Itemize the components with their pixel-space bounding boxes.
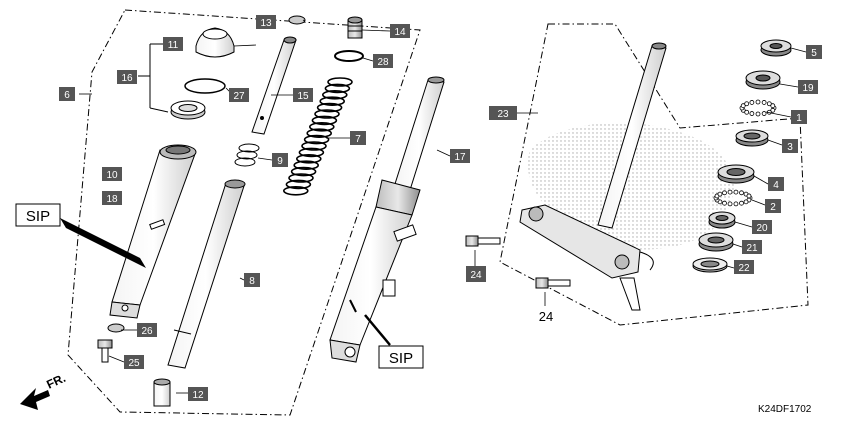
svg-text:26: 26 <box>141 326 153 337</box>
svg-text:20: 20 <box>756 223 768 234</box>
adjusting-nut <box>745 70 781 90</box>
callout-labels: 1 2 3 4 5 6 7 8 9 10 11 12 13 14 15 16 1… <box>59 15 822 401</box>
svg-text:24: 24 <box>470 270 482 281</box>
callout-5: 5 <box>806 45 822 59</box>
svg-text:16: 16 <box>121 73 133 84</box>
fork-assembly-right <box>329 76 445 363</box>
callout-23: 23 <box>489 106 517 120</box>
callout-20: 20 <box>752 220 772 234</box>
oil-lock-piece <box>153 378 171 407</box>
callout-19: 19 <box>798 80 818 94</box>
callout-13: 13 <box>256 15 276 29</box>
callout-7: 7 <box>350 131 366 145</box>
callout-4: 4 <box>768 177 784 191</box>
callout-21: 21 <box>742 240 762 254</box>
oil-seal <box>170 100 206 120</box>
stop-ring <box>184 78 226 94</box>
svg-text:9: 9 <box>277 156 283 167</box>
fork-group-outline <box>67 9 421 416</box>
steering-stem <box>519 42 667 311</box>
callout-15: 15 <box>293 88 313 102</box>
svg-text:18: 18 <box>106 194 118 205</box>
frame-silhouette <box>527 122 734 250</box>
svg-text:21: 21 <box>746 243 758 254</box>
stem-washer <box>692 257 728 273</box>
pinch-bolt-2 <box>535 277 571 289</box>
callout-plain-24: 24 <box>539 309 553 324</box>
callout-14: 14 <box>390 24 410 38</box>
callout-17: 17 <box>450 149 470 163</box>
damper-rod <box>251 36 297 135</box>
front-direction-label: FR. <box>44 371 67 392</box>
callout-10: 10 <box>102 167 122 181</box>
steel-ball-set-lower <box>713 189 753 207</box>
callout-11: 11 <box>163 37 183 51</box>
upper-outer-race <box>735 129 769 147</box>
callout-22: 22 <box>734 260 754 274</box>
leader-lines <box>79 19 807 394</box>
callout-18: 18 <box>102 191 122 205</box>
svg-text:6: 6 <box>64 90 70 101</box>
svg-text:10: 10 <box>106 170 118 181</box>
callout-2: 2 <box>765 199 781 213</box>
callout-25: 25 <box>124 355 144 369</box>
svg-text:7: 7 <box>355 134 361 145</box>
stem-lock-nut <box>760 39 792 57</box>
piston-ring <box>288 15 306 25</box>
sip-label-left-text: SIP <box>26 208 50 225</box>
lower-inner-race <box>708 211 736 229</box>
callout-12: 12 <box>188 387 208 401</box>
callout-9: 9 <box>272 153 288 167</box>
fork-spring <box>282 77 353 196</box>
stem-dust-seal <box>698 232 734 252</box>
fork-slider-left <box>109 144 197 319</box>
o-ring <box>334 50 364 62</box>
svg-text:22: 22 <box>738 263 750 274</box>
front-direction-arrow: FR. <box>20 371 68 410</box>
sip-label-right: SIP <box>378 345 424 369</box>
callout-27: 27 <box>229 88 249 102</box>
dust-seal <box>195 27 235 58</box>
lower-outer-race <box>717 164 755 184</box>
steel-ball-set-upper <box>739 99 777 117</box>
stem-group-outline <box>499 23 809 326</box>
svg-text:19: 19 <box>802 83 814 94</box>
svg-text:14: 14 <box>394 27 406 38</box>
drain-washer <box>107 323 125 333</box>
svg-text:1: 1 <box>796 113 802 124</box>
svg-text:11: 11 <box>168 40 179 51</box>
socket-bolt <box>97 339 113 363</box>
svg-text:12: 12 <box>192 390 204 401</box>
callout-1: 1 <box>791 110 807 124</box>
svg-text:25: 25 <box>128 358 140 369</box>
callout-24: 24 <box>466 266 486 282</box>
callout-8: 8 <box>244 273 260 287</box>
callout-3: 3 <box>782 139 798 153</box>
svg-text:13: 13 <box>260 18 272 29</box>
callout-16: 16 <box>117 70 137 84</box>
svg-text:17: 17 <box>454 152 466 163</box>
pinch-bolt-1 <box>465 235 501 247</box>
svg-text:28: 28 <box>377 57 389 68</box>
svg-text:8: 8 <box>249 276 255 287</box>
svg-text:27: 27 <box>233 91 245 102</box>
sip-pointer-left <box>60 218 146 268</box>
fork-pipe <box>167 179 246 369</box>
rebound-spring <box>234 143 260 167</box>
svg-text:5: 5 <box>811 48 817 59</box>
callout-26: 26 <box>137 323 157 337</box>
svg-text:2: 2 <box>770 202 776 213</box>
callout-28: 28 <box>373 54 393 68</box>
svg-text:3: 3 <box>787 142 793 153</box>
svg-text:23: 23 <box>497 109 509 120</box>
svg-text:4: 4 <box>773 180 779 191</box>
svg-text:15: 15 <box>297 91 309 102</box>
sip-label-left: SIP <box>15 203 61 227</box>
fork-bolt <box>347 16 363 39</box>
sip-label-right-text: SIP <box>389 350 413 367</box>
diagram-code: K24DF1702 <box>758 404 812 415</box>
callout-6: 6 <box>59 87 75 101</box>
